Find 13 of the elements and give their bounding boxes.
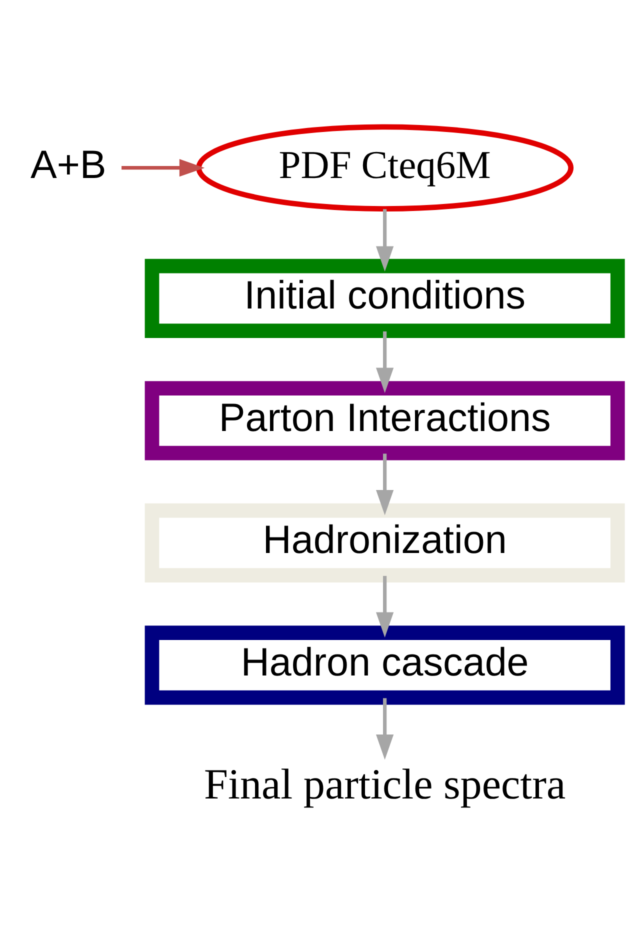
node-box: Initial conditions: [144, 258, 625, 338]
arrow: [376, 575, 394, 637]
node-box: Hadronization: [144, 502, 625, 582]
arrow: [376, 208, 394, 271]
node-ellipse: PDF Cteq6M: [196, 124, 574, 211]
arrow: [376, 330, 394, 392]
node-text: Final particle spectra: [204, 761, 566, 808]
node-box: Hadron cascade: [144, 625, 625, 704]
node-box: Parton Interactions: [144, 380, 625, 460]
arrow: [376, 698, 394, 760]
arrow: [122, 158, 205, 176]
node-text: A+B: [30, 142, 106, 186]
arrow: [376, 453, 394, 515]
